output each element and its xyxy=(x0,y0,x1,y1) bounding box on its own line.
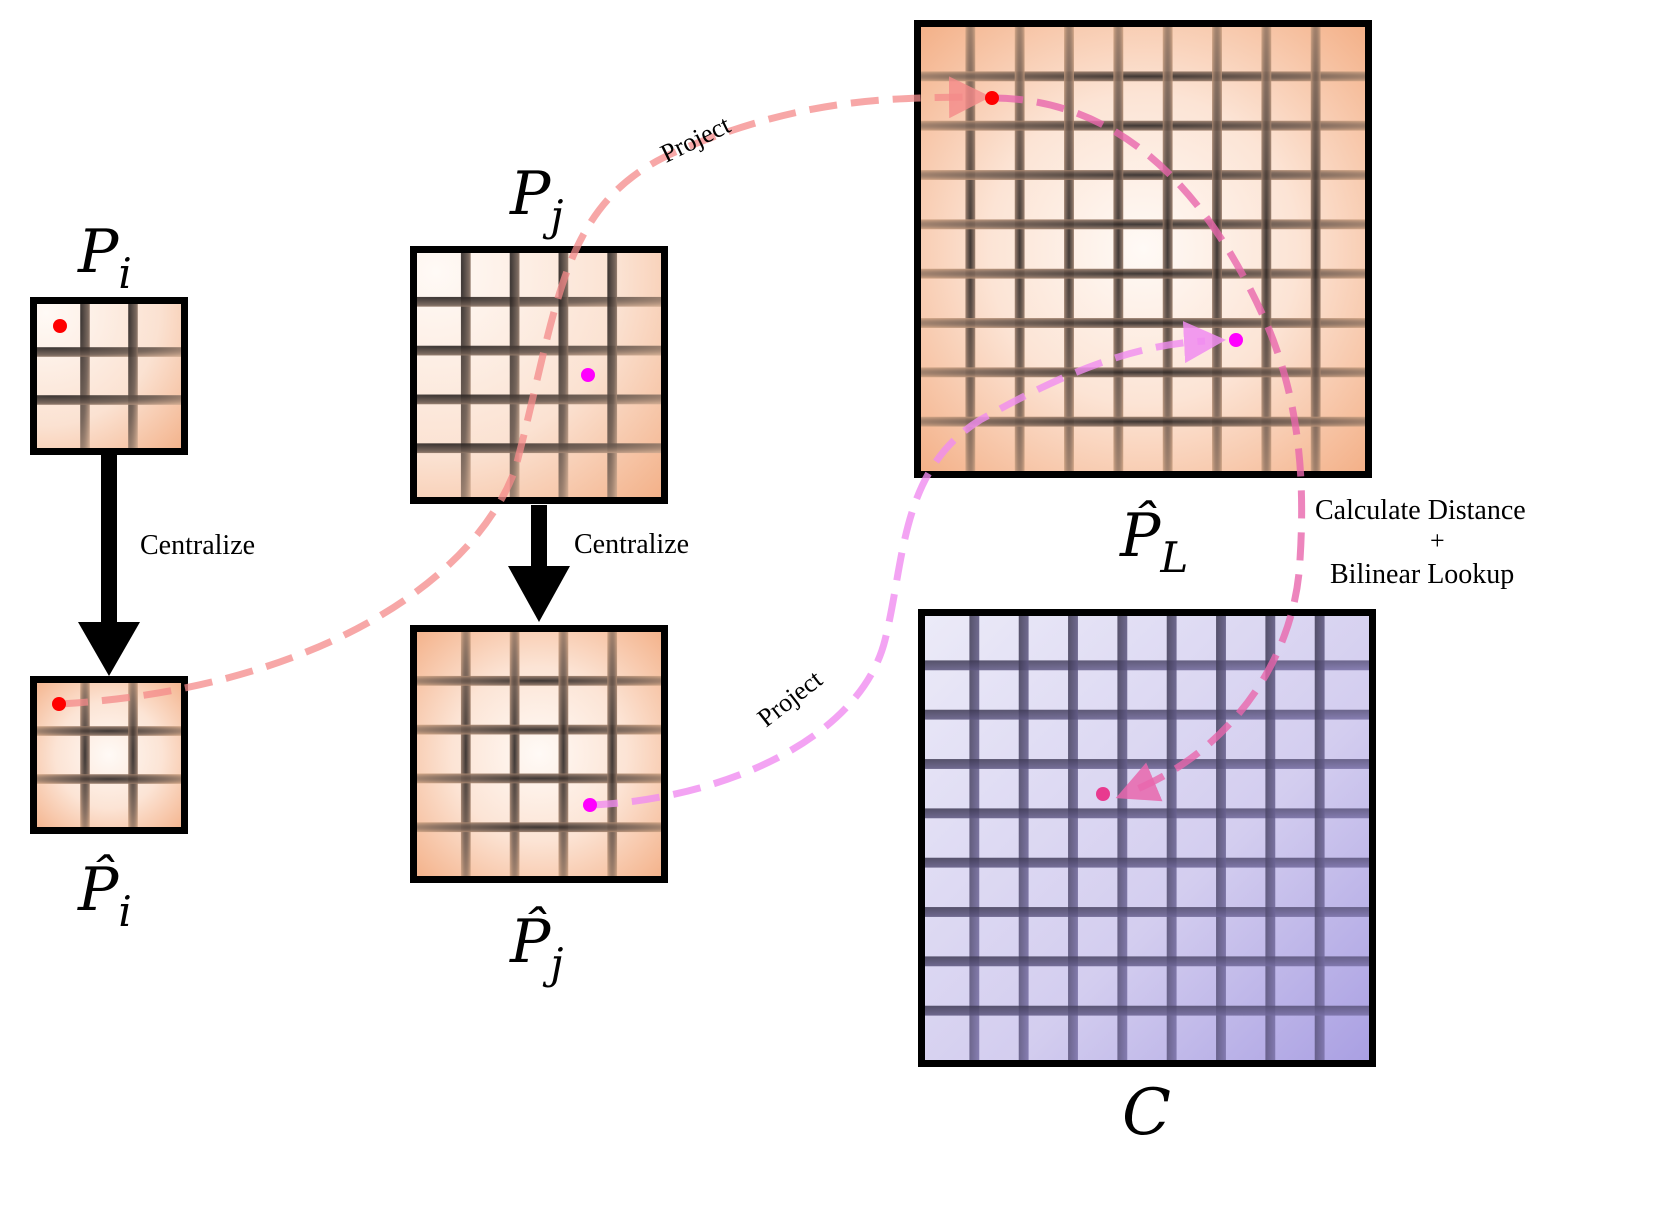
grid-p-j-hat xyxy=(410,625,668,883)
grid-line-horizontal xyxy=(925,759,1369,769)
grid-line-horizontal xyxy=(925,808,1369,819)
project-path-red xyxy=(59,76,991,708)
grids-layer xyxy=(30,20,1376,1067)
grid-line-horizontal xyxy=(37,347,181,357)
grid-line-horizontal xyxy=(921,120,1365,131)
text-project-top: Project xyxy=(656,110,736,169)
grid-line-horizontal xyxy=(37,774,181,784)
centralize-arrow-left xyxy=(78,455,140,676)
grid-line-vertical xyxy=(1314,616,1325,1060)
grid-line-vertical xyxy=(1018,616,1029,1060)
label-p-i-hat: P̂i xyxy=(77,854,132,936)
grid-line-vertical xyxy=(965,27,976,471)
project-path-magenta xyxy=(589,321,1226,809)
grid-background xyxy=(410,625,668,883)
grid-line-horizontal xyxy=(921,416,1365,427)
grid-line-horizontal xyxy=(37,395,181,405)
grid-line-horizontal xyxy=(417,345,661,356)
grid-line-horizontal xyxy=(921,71,1365,82)
grid-frame xyxy=(914,20,1372,478)
grid-line-vertical xyxy=(1212,27,1222,471)
grid-line-horizontal xyxy=(925,956,1369,967)
point-magenta-p-j xyxy=(581,368,595,382)
grid-line-vertical xyxy=(80,683,90,827)
grid-line-horizontal xyxy=(417,822,661,833)
grid-line-horizontal xyxy=(417,443,661,454)
grid-line-vertical xyxy=(558,253,569,497)
grid-line-horizontal xyxy=(417,675,661,686)
grid-line-vertical xyxy=(1113,27,1124,471)
grid-line-vertical xyxy=(1310,27,1321,471)
lookup-path-pink xyxy=(994,94,1306,802)
grid-line-horizontal xyxy=(921,268,1365,279)
grid-line-vertical xyxy=(607,632,618,876)
grid-line-vertical xyxy=(128,304,138,448)
grid-line-vertical xyxy=(1014,27,1025,471)
text-centralize-left: Centralize xyxy=(140,530,255,561)
grid-line-vertical xyxy=(509,253,520,497)
grid-line-horizontal xyxy=(921,219,1365,230)
grid-line-vertical xyxy=(460,632,471,876)
grid-line-vertical xyxy=(1166,616,1177,1060)
centralize-arrow-mid xyxy=(508,505,570,622)
grid-background xyxy=(918,609,1376,1067)
grid-frame xyxy=(410,625,668,883)
grid-line-vertical xyxy=(1162,27,1173,471)
grid-line-horizontal xyxy=(417,724,661,735)
grid-p-l-hat xyxy=(914,20,1372,478)
grid-frame xyxy=(30,676,188,834)
point-red-p-i xyxy=(53,319,67,333)
grid-line-horizontal xyxy=(417,394,661,405)
grid-line-horizontal xyxy=(925,907,1369,917)
grid-line-horizontal xyxy=(925,1005,1369,1016)
grid-line-vertical xyxy=(128,683,138,827)
grid-line-horizontal xyxy=(925,709,1369,720)
grid-line-horizontal xyxy=(925,857,1369,868)
grid-line-vertical xyxy=(1216,616,1226,1060)
label-p-j-hat: P̂j xyxy=(509,906,563,988)
grid-background xyxy=(30,297,188,455)
text-calc-distance: Calculate Distance xyxy=(1315,495,1526,526)
grid-background xyxy=(914,20,1372,478)
grid-line-vertical xyxy=(80,304,90,448)
grid-line-vertical xyxy=(1261,27,1272,471)
label-p-l-hat: P̂L xyxy=(1119,500,1188,582)
grid-frame xyxy=(410,246,668,504)
grid-line-horizontal xyxy=(417,773,661,784)
grid-line-horizontal xyxy=(925,660,1369,671)
grid-p-i xyxy=(30,297,188,455)
grid-c xyxy=(918,609,1376,1067)
point-red-p-l-hat xyxy=(985,91,999,105)
grid-frame xyxy=(30,297,188,455)
point-pink-c xyxy=(1096,787,1110,801)
grid-line-vertical xyxy=(1064,27,1074,471)
grid-line-vertical xyxy=(1117,616,1128,1060)
text-plus: + xyxy=(1430,526,1445,555)
grid-line-horizontal xyxy=(37,726,181,736)
grid-line-horizontal xyxy=(417,296,661,307)
text-bilinear: Bilinear Lookup xyxy=(1330,559,1514,590)
grid-line-horizontal xyxy=(921,318,1365,328)
label-c: C xyxy=(1122,1076,1171,1150)
grid-frame xyxy=(918,609,1376,1067)
point-red-p-i-hat xyxy=(52,697,66,711)
grid-line-vertical xyxy=(1068,616,1078,1060)
point-magenta-p-j-hat xyxy=(583,798,597,812)
text-project-bottom: Project xyxy=(752,664,828,733)
grid-line-horizontal xyxy=(921,367,1365,378)
grid-line-vertical xyxy=(969,616,980,1060)
point-magenta-p-l-hat xyxy=(1229,333,1243,347)
grid-line-vertical xyxy=(1265,616,1276,1060)
text-centralize-mid: Centralize xyxy=(574,529,689,560)
grid-line-horizontal xyxy=(921,170,1365,180)
grid-line-vertical xyxy=(607,253,618,497)
grid-line-vertical xyxy=(509,632,520,876)
label-p-j: Pj xyxy=(509,159,563,240)
grid-line-vertical xyxy=(460,253,471,497)
label-p-i: Pi xyxy=(77,217,132,298)
grid-line-vertical xyxy=(558,632,569,876)
